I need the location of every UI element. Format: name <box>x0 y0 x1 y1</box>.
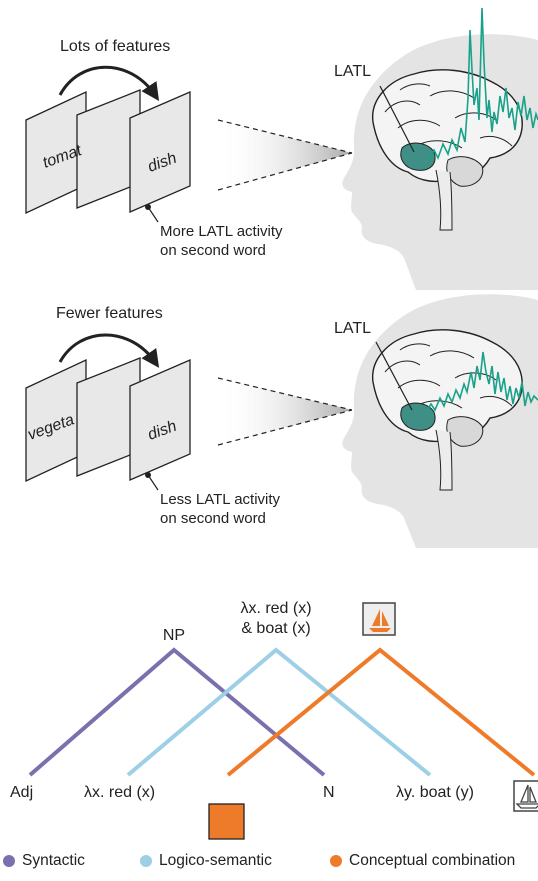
conceptual-branch <box>226 647 536 777</box>
syntactic-dot-icon <box>3 855 15 867</box>
middle-card-second <box>129 359 191 481</box>
middle-latl-label: LATL <box>334 320 371 337</box>
leaf-red-label: λx. red (x) <box>84 784 155 801</box>
leaf-n-label: N <box>323 784 335 801</box>
legend-item-syntactic: Syntactic <box>3 852 85 870</box>
top-panel: Lots of features tomat dish More LATL ac… <box>25 7 538 290</box>
semantic-root-line1: λx. red (x) <box>240 600 311 617</box>
leaf-boat-label: λy. boat (y) <box>396 784 474 801</box>
logico-semantic-branch <box>126 647 432 777</box>
orange-square-icon <box>208 803 245 840</box>
top-pointer-line <box>147 206 159 223</box>
top-card-second <box>129 91 191 213</box>
middle-curved-arrow <box>58 333 160 368</box>
semantic-root-line2: & boat (x) <box>241 620 310 637</box>
top-projection-beam <box>218 120 352 190</box>
outline-sailboat-icon <box>513 780 538 812</box>
legend-item-conceptual: Conceptual combination <box>330 852 515 870</box>
syntactic-root-label: NP <box>163 627 185 644</box>
top-note-line2: on second word <box>160 242 266 259</box>
leaf-adj-label: Adj <box>10 784 33 801</box>
middle-panel: Fewer features vegeta dish Less LATL act… <box>25 294 538 548</box>
syntactic-branch <box>28 647 326 777</box>
legend-conceptual-label: Conceptual combination <box>349 852 516 869</box>
legend-logico-semantic-label: Logico-semantic <box>159 852 272 869</box>
legend-item-logico-semantic: Logico-semantic <box>140 852 272 870</box>
top-activity-trace <box>427 7 538 161</box>
middle-arrow-label: Fewer features <box>56 305 163 322</box>
top-arrow-label: Lots of features <box>60 38 170 55</box>
logico-semantic-dot-icon <box>140 855 152 867</box>
conceptual-dot-icon <box>330 855 342 867</box>
legend: Syntactic Logico-semantic Conceptual com… <box>0 852 538 878</box>
middle-brainstem <box>435 429 453 491</box>
top-brain-gyri <box>384 83 513 149</box>
middle-activity-trace <box>425 351 538 413</box>
top-latl-pointer <box>379 85 415 153</box>
composition-tree: NP λx. red (x) & boat (x) Adj λx. red (x… <box>10 600 538 840</box>
top-latl-label: LATL <box>334 63 371 80</box>
middle-note-line2: on second word <box>160 510 266 527</box>
middle-pointer-line <box>147 474 159 491</box>
top-note-line1: More LATL activity <box>160 223 283 240</box>
middle-projection-beam <box>218 378 352 445</box>
middle-beam-edge-upper <box>217 377 353 411</box>
top-brainstem <box>435 169 453 231</box>
legend-syntactic-label: Syntactic <box>22 852 85 869</box>
middle-note-line1: Less LATL activity <box>160 491 281 508</box>
middle-latl-pointer <box>375 341 413 411</box>
top-curved-arrow <box>58 65 160 101</box>
top-latl-region <box>400 142 436 171</box>
red-sailboat-icon <box>362 602 396 636</box>
